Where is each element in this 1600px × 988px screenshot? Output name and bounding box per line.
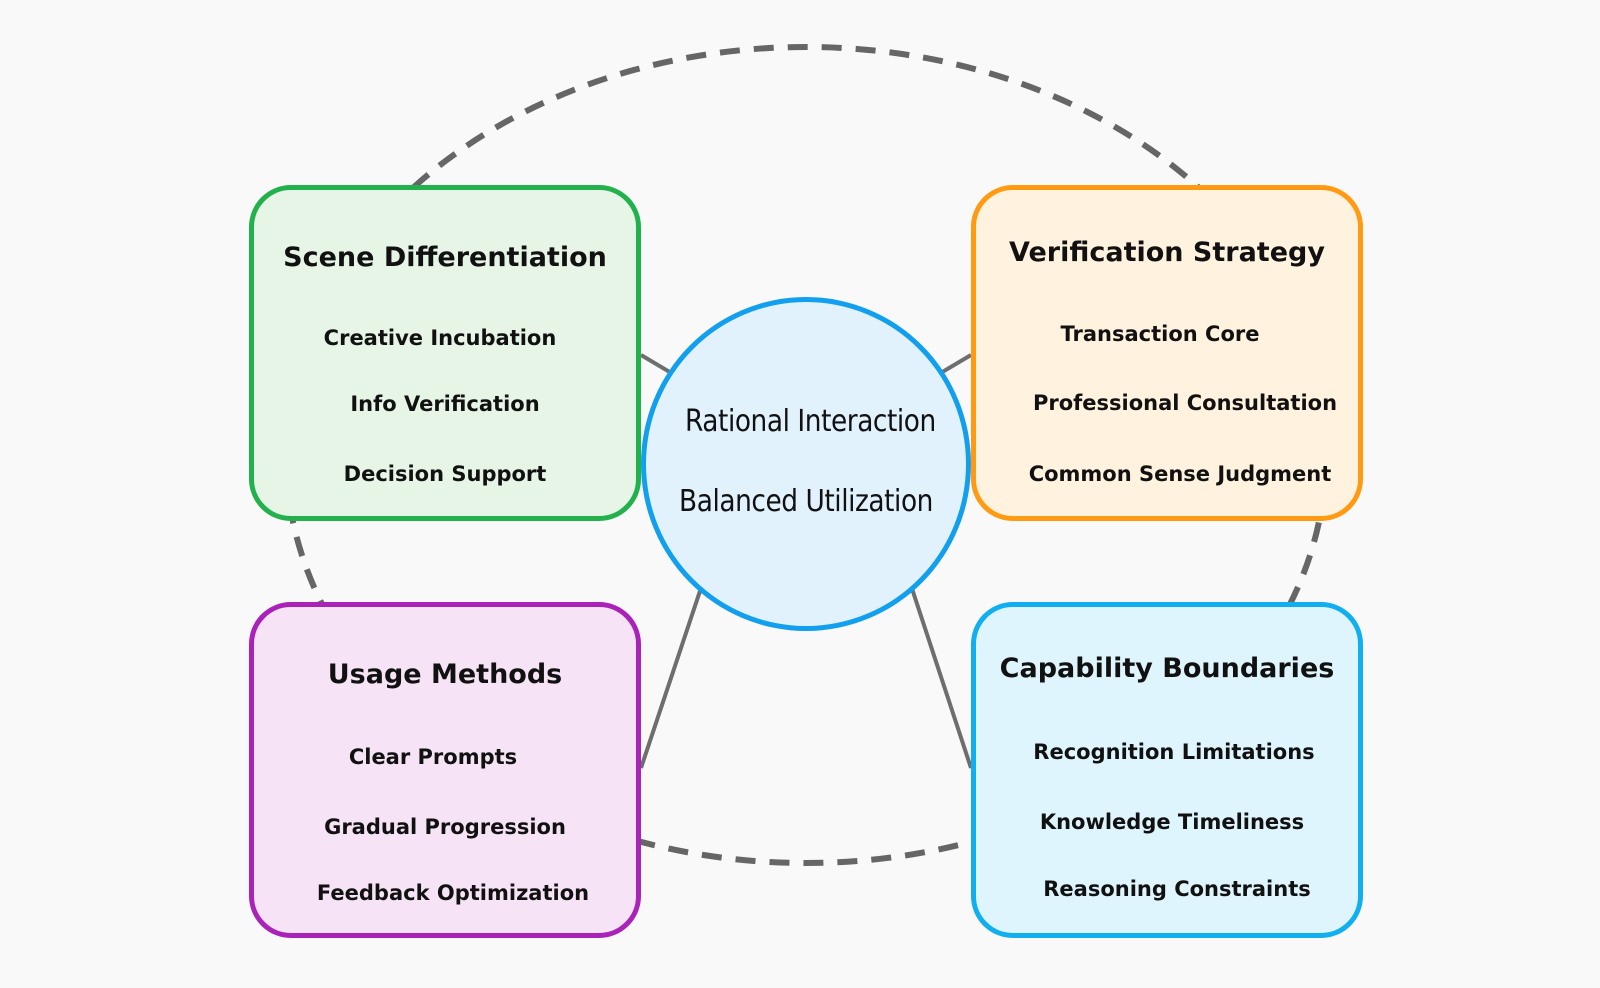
box-item: Gradual Progression: [324, 815, 566, 839]
scene-differentiation-box: Scene Differentiation Creative Incubatio…: [249, 185, 641, 521]
hub-line-1: Rational Interaction: [684, 404, 936, 439]
capability-boundaries-box: Capability Boundaries Recognition Limita…: [971, 602, 1363, 938]
box-item: Recognition Limitations: [1033, 740, 1315, 764]
hub-line-2: Balanced Utilization: [679, 484, 933, 519]
box-title: Usage Methods: [327, 659, 563, 690]
box-item: Feedback Optimization: [316, 881, 590, 905]
box-item: Knowledge Timeliness: [1039, 810, 1305, 834]
box-title: Capability Boundaries: [999, 653, 1335, 684]
box-item: Transaction Core: [1060, 322, 1260, 346]
box-item: Reasoning Constraints: [1043, 877, 1311, 901]
box-title: Scene Differentiation: [283, 242, 607, 273]
usage-methods-box: Usage Methods Clear Prompts Gradual Prog…: [249, 602, 641, 938]
box-item: Decision Support: [343, 462, 547, 486]
box-item: Creative Incubation: [323, 326, 557, 350]
box-item: Professional Consultation: [1032, 391, 1338, 415]
box-title: Verification Strategy: [1009, 237, 1325, 268]
central-hub-circle: Rational Interaction Balanced Utilizatio…: [641, 297, 971, 631]
box-item: Info Verification: [350, 392, 540, 416]
box-item: Common Sense Judgment: [1028, 462, 1332, 486]
verification-strategy-box: Verification Strategy Transaction Core P…: [971, 185, 1363, 521]
box-item: Clear Prompts: [348, 745, 518, 769]
